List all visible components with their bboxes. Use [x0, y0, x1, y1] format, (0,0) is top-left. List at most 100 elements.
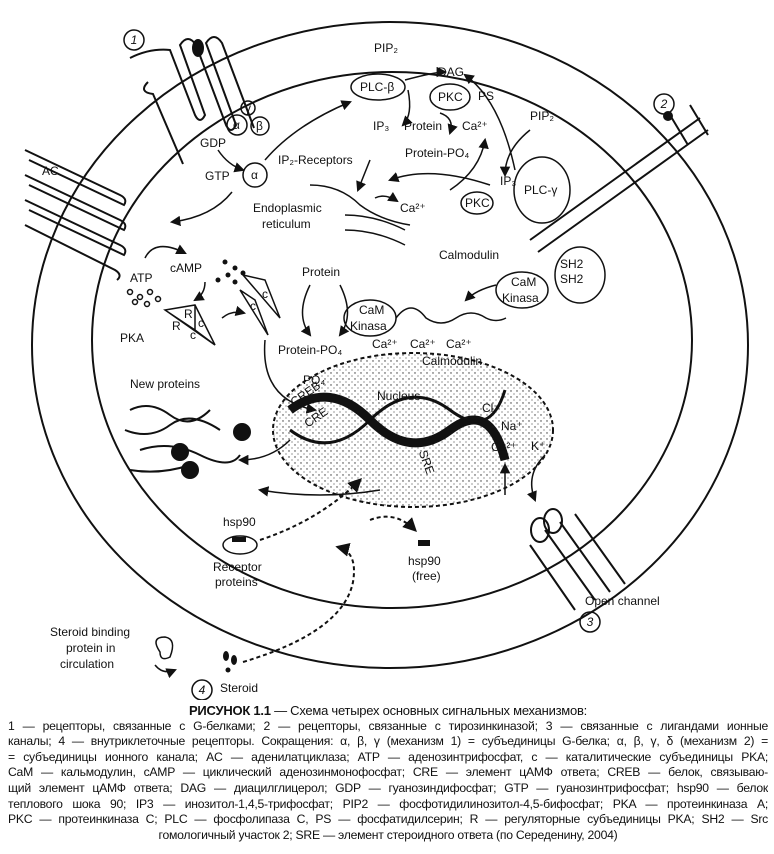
- plc-beta-oval: [350, 73, 406, 101]
- caption-line: щий элемент цАМФ ответа; DAG — диацилгли…: [8, 780, 768, 795]
- caption-line: PKC — протеинкиназа C; PLC — фосфолипаза…: [8, 812, 768, 827]
- caption-last-line: гомологичный участок 2; SRE — элемент ст…: [158, 827, 618, 842]
- camp-molecules: [215, 259, 246, 285]
- plc-gamma-oval: [513, 156, 571, 224]
- label-gdp: GDP: [200, 136, 226, 150]
- sh2-oval: [554, 246, 606, 304]
- label-alpha: α: [233, 118, 240, 132]
- label-hsp90: hsp90: [223, 515, 256, 529]
- label-plc-gamma: PLC-γ: [524, 183, 557, 197]
- label-po4: PO₄: [303, 373, 325, 387]
- caption-title: РИСУНОК 1.1 — Схема четырех основных сиг…: [8, 703, 768, 719]
- label-gamma: γ: [245, 101, 251, 115]
- tyrosine-kinase-receptor: [529, 104, 709, 253]
- label-ps: PS: [478, 89, 494, 103]
- steroid-molecules: [223, 651, 237, 673]
- label-ca-top: Ca²⁺: [462, 119, 488, 133]
- caption-title-text: — Схема четырех основных сигнальных меха…: [270, 703, 587, 718]
- g-gamma-subunit: [240, 100, 256, 116]
- receptor-protein: [222, 535, 258, 555]
- label-cl: Cl⁻: [482, 401, 500, 415]
- label-c1: c: [198, 316, 204, 330]
- label-receptor-2: proteins: [215, 575, 258, 589]
- label-steroid-bp-3: circulation: [60, 657, 114, 671]
- label-ca-ion: Ca²⁺: [491, 440, 517, 454]
- label-na: Na⁺: [501, 419, 523, 433]
- label-cam-kinasa-1b: Kinasa: [350, 319, 387, 333]
- g-alpha-subunit: [226, 114, 248, 136]
- label-sh2-1: SH2: [560, 257, 584, 271]
- label-calmodulin-top: Calmodulin: [439, 248, 499, 262]
- inner-membrane: [91, 71, 693, 609]
- nucleus: [272, 352, 554, 508]
- label-cam-kinasa-1a: CaM: [359, 303, 384, 317]
- label-c2: c: [190, 328, 196, 342]
- label-er-1: Endoplasmic: [253, 201, 322, 215]
- label-ip-receptors: IP₂-Receptors: [278, 153, 353, 167]
- label-ac: AC: [42, 164, 59, 178]
- label-cam-kinasa-2a: CaM: [511, 275, 536, 289]
- caption-line: 1 — рецепторы, связанные с G-белками; 2 …: [8, 718, 768, 733]
- label-alpha-free: α: [251, 168, 258, 182]
- marker-1-label: 1: [131, 33, 138, 47]
- label-pkc-top: PKC: [438, 90, 463, 104]
- cam-kinasa-oval-2: [495, 271, 549, 309]
- label-ip3-right: IP₃: [500, 174, 516, 188]
- caption-line: CaM — кальмодулин, cAMP — циклический ад…: [8, 765, 768, 780]
- label-ca-mid: Ca²⁺: [400, 201, 426, 215]
- label-pip2-right: PIP₂: [530, 109, 554, 123]
- marker-3: 3: [579, 611, 601, 633]
- steroid-path-dashed: [242, 478, 417, 663]
- marker-1: 1: [123, 29, 145, 51]
- atp-molecules: [126, 288, 162, 308]
- caption-line: = субъединицы ионного канала; AC — адени…: [8, 749, 768, 764]
- label-receptor-1: Receptor: [213, 560, 262, 574]
- adenylate-cyclase: [24, 149, 127, 281]
- marker-2: 2: [653, 93, 675, 115]
- label-protein-po4-top: Protein-PO₄: [405, 146, 469, 160]
- calmodulin-chain: [395, 307, 507, 324]
- label-open-channel: Open channel: [585, 594, 660, 608]
- label-sh2-2: SH2: [560, 272, 584, 286]
- g-beta-subunit: [250, 116, 270, 136]
- gpcr-receptor: [129, 36, 255, 165]
- label-nucleus: Nucleus: [377, 389, 420, 403]
- label-c3: c: [262, 287, 268, 301]
- label-ca-1: Ca²⁺: [372, 337, 398, 351]
- label-camp: cAMP: [170, 261, 202, 275]
- label-pka: PKA: [120, 331, 144, 345]
- label-new-proteins: New proteins: [130, 377, 200, 391]
- pka-complex: [163, 273, 281, 346]
- endoplasmic-reticulum: [309, 184, 411, 246]
- label-beta: β: [256, 119, 263, 133]
- label-steroid: Steroid: [220, 681, 258, 695]
- label-atp: ATP: [130, 271, 152, 285]
- marker-3-label: 3: [587, 615, 594, 629]
- label-er-2: reticulum: [262, 217, 311, 231]
- label-steroid-bp-2: protein in: [66, 641, 115, 655]
- label-r2: R: [184, 307, 193, 321]
- marker-4-label: 4: [199, 683, 206, 697]
- g-alpha-free: [242, 162, 268, 188]
- label-hsp90-free-2: (free): [412, 569, 441, 583]
- pkc-oval-top: [429, 83, 471, 111]
- label-dag: DAG: [438, 65, 464, 79]
- label-pip2-top: PIP₂: [374, 41, 398, 55]
- label-pkc-mid: PKC: [465, 196, 490, 210]
- label-steroid-bp-1: Steroid binding: [50, 625, 130, 639]
- label-protein-po4-mid: Protein-PO₄: [278, 343, 342, 357]
- caption-line: теплового шока 90; IP3 — инозитол-1,4,5-…: [8, 796, 768, 811]
- label-k: K⁺: [531, 439, 545, 453]
- label-ca-3: Ca²⁺: [446, 337, 472, 351]
- caption-line: каналы; 4 — внутриклеточные рецепторы. С…: [8, 734, 768, 749]
- caption-title-number: РИСУНОК 1.1: [189, 703, 271, 718]
- label-hsp90-free-1: hsp90: [408, 554, 441, 568]
- hsp90-free-block: [418, 540, 430, 546]
- marker-4: 4: [191, 679, 213, 700]
- label-protein-mid: Protein: [302, 265, 340, 279]
- label-c4: c: [250, 299, 256, 313]
- label-gtp: GTP: [205, 169, 230, 183]
- pkc-oval-mid: [460, 191, 494, 215]
- ion-channel: [529, 508, 626, 611]
- label-calmodulin-bottom: Calmodulin: [422, 354, 482, 368]
